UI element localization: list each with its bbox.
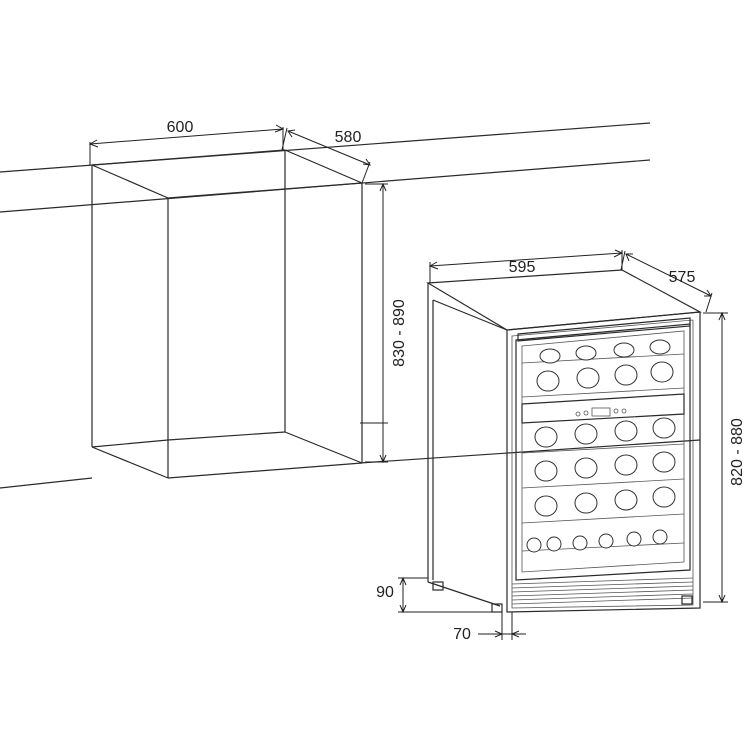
- ventilation-grille: [511, 577, 694, 605]
- appliance-width-label: 595: [509, 259, 536, 276]
- bottle-row-6: [526, 529, 668, 553]
- bottle-row-5: [534, 486, 676, 517]
- appliance-depth-dimension: [620, 250, 713, 313]
- niche-height-label: 830 - 890: [391, 299, 408, 367]
- niche-cabinet: [91, 149, 363, 479]
- feet-height-dimension: [398, 576, 492, 614]
- niche-height-dimension: [360, 182, 388, 464]
- bottle-row-1: [539, 339, 671, 364]
- toe-kick-label: 70: [453, 626, 471, 643]
- niche-depth-dimension: [281, 127, 372, 184]
- appliance-height-dimension: [703, 311, 728, 604]
- bottle-row-4: [534, 451, 676, 482]
- niche-depth-label: 580: [335, 129, 362, 146]
- feet-height-label: 90: [376, 584, 394, 601]
- appliance-height-label: 820 - 880: [729, 418, 746, 486]
- appliance-depth-label: 575: [669, 269, 696, 286]
- wine-cooler: [426, 269, 703, 613]
- bottle-row-2: [536, 361, 674, 392]
- niche-width-label: 600: [167, 119, 194, 136]
- bottle-row-3: [534, 417, 676, 448]
- toe-kick-dimension: [478, 612, 526, 640]
- wine-bottles: [526, 339, 676, 553]
